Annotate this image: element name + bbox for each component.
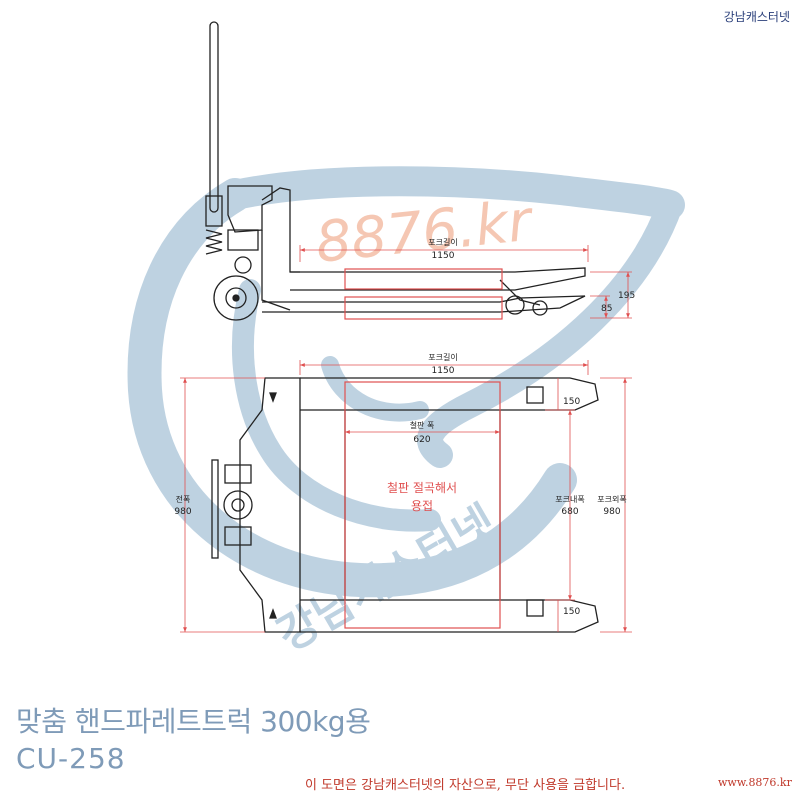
steering-wheel-axle	[232, 294, 240, 302]
spring-coil	[205, 229, 223, 255]
steering-axle-bar	[211, 459, 219, 559]
note-line1: 철판 절곡해서	[387, 481, 457, 495]
footer-url[interactable]: www.8876.kr	[718, 776, 792, 789]
steering-block-top	[224, 464, 252, 484]
side-height-low: 85	[601, 304, 612, 314]
fork-top-roller	[526, 386, 544, 404]
frame-lower	[261, 230, 291, 311]
page-title: 맞춤 핸드파레트트럭 300kg용	[16, 705, 371, 738]
pump-body	[227, 229, 259, 251]
fork-inner-label: 포크내폭	[555, 495, 584, 504]
side-view-plates	[344, 268, 503, 320]
steering-block-bottom	[224, 526, 252, 546]
fork-lower	[262, 295, 586, 313]
plate-upper	[344, 268, 503, 290]
linkage-arm	[499, 279, 541, 306]
fork-top	[300, 377, 599, 411]
fork-outer-label: 포크외폭	[597, 494, 626, 504]
plate-width-label: 철판 폭	[410, 420, 435, 430]
footer-notice: 이 도면은 강남캐스터넷의 자산으로, 무단 사용을 금합니다.	[305, 778, 626, 793]
side-view-dimensions	[299, 245, 632, 319]
steering-wheel-hub	[225, 287, 247, 309]
fork-bottom	[300, 599, 599, 633]
watermark-domain: 8876.kr	[313, 188, 537, 276]
top-fork-length-label: 포크길이	[428, 352, 457, 362]
handle-grip	[205, 195, 223, 227]
side-fork-length-label: 포크길이	[428, 237, 457, 247]
pump-housing	[227, 185, 273, 233]
fork-inner-value: 680	[561, 507, 578, 517]
side-view	[205, 21, 586, 321]
frame-mark-bottom	[269, 608, 277, 619]
fork-bottom-roller	[526, 599, 544, 617]
fork-upper	[290, 267, 586, 291]
frame-outline	[239, 377, 301, 633]
side-height-high: 195	[618, 291, 635, 301]
plate-top-view	[344, 381, 501, 629]
fork-width-bottom: 150	[563, 607, 580, 617]
top-view-dimensions	[180, 360, 632, 633]
plate-width-value: 620	[413, 435, 430, 445]
model-number: CU-258	[16, 742, 126, 775]
steering-hub	[223, 490, 253, 520]
fork-width-top: 150	[563, 397, 580, 407]
total-width-label: 전폭	[176, 494, 191, 504]
load-roller	[505, 295, 525, 315]
fork-outer-value: 980	[603, 507, 620, 517]
pump-roller	[234, 256, 252, 274]
frame-mark-top	[269, 392, 277, 403]
steering-hub-inner	[231, 498, 245, 512]
handle-bar	[209, 21, 219, 213]
note-line2: 용접	[411, 499, 433, 513]
side-fork-length-value: 1150	[432, 251, 455, 261]
brand-label: 강남캐스터넷	[723, 10, 790, 24]
watermark-logo: 8876.kr 강남캐스터넷	[127, 166, 685, 661]
plate-lower	[344, 296, 503, 320]
steering-wheel	[213, 275, 259, 321]
total-width-value: 980	[174, 507, 191, 517]
load-roller-rear	[532, 300, 548, 316]
top-fork-length-value: 1150	[432, 366, 455, 376]
